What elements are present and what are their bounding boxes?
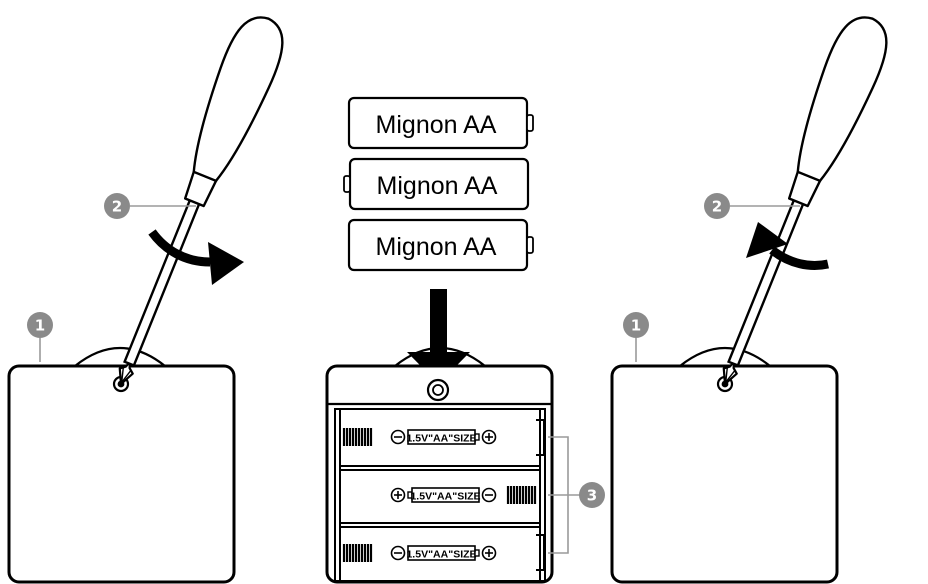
battery-label: Mignon AA bbox=[376, 111, 497, 139]
callout-2: 2 bbox=[704, 193, 800, 219]
callout-1-label: 1 bbox=[631, 317, 641, 335]
callout-1-label: 1 bbox=[35, 317, 45, 335]
slot-label: 1.5V"AA"SIZE bbox=[406, 433, 476, 445]
battery-slot-1: 1.5V"AA"SIZE bbox=[340, 426, 497, 448]
slot-label-box: 1.5V"AA"SIZE bbox=[406, 429, 480, 445]
rotate-clockwise-arrow bbox=[148, 229, 244, 285]
callout-3: 3 bbox=[548, 436, 605, 554]
battery-3: Mignon AA bbox=[347, 218, 534, 272]
knob-dome bbox=[71, 347, 169, 368]
callout-2-label: 2 bbox=[712, 198, 722, 216]
device-back-cover bbox=[7, 364, 236, 584]
battery-2: Mignon AA bbox=[343, 157, 530, 211]
battery-slot-2: 1.5V"AA"SIZE bbox=[390, 484, 538, 506]
battery-label: Mignon AA bbox=[377, 172, 498, 200]
screwdriver-icon bbox=[699, 7, 899, 396]
middle-panel: Mignon AA Mignon AA Mignon AA bbox=[325, 96, 605, 584]
rotate-counterclockwise-arrow bbox=[746, 222, 829, 270]
knob-dome bbox=[676, 347, 774, 368]
slot-label-box: 1.5V"AA"SIZE bbox=[407, 487, 481, 503]
callout-1: 1 bbox=[27, 312, 53, 362]
battery-1: Mignon AA bbox=[347, 96, 534, 150]
callout-1: 1 bbox=[623, 312, 649, 362]
slot-label: 1.5V"AA"SIZE bbox=[406, 549, 476, 561]
callout-2: 2 bbox=[104, 193, 196, 219]
callout-3-label: 3 bbox=[587, 487, 597, 505]
battery-slot-3: 1.5V"AA"SIZE bbox=[340, 542, 497, 564]
callout-2-label: 2 bbox=[112, 198, 122, 216]
right-panel: 1 2 bbox=[610, 7, 899, 584]
left-panel: 1 2 bbox=[7, 7, 295, 584]
slot-label: 1.5V"AA"SIZE bbox=[410, 491, 480, 503]
slot-label-box: 1.5V"AA"SIZE bbox=[406, 545, 480, 561]
battery-label: Mignon AA bbox=[376, 233, 497, 261]
device-back-cover bbox=[610, 364, 839, 584]
